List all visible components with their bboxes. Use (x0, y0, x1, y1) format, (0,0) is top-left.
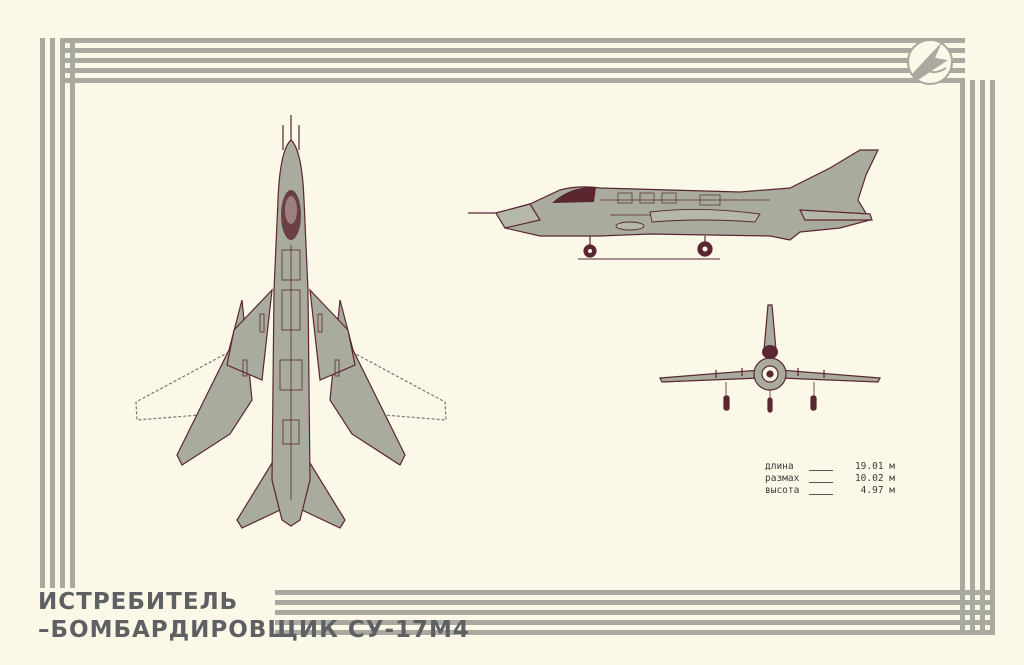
front-view-aircraft (659, 304, 881, 413)
spec-rule (809, 494, 833, 495)
spec-rule (809, 470, 833, 471)
title-line-1: ИСТРЕБИТЕЛЬ (38, 589, 239, 615)
title-line-2: –БОМБАРДИРОВЩИК СУ-17М4 (38, 617, 470, 643)
spec-row-length: длина 19.01 м (765, 461, 895, 473)
side-view-aircraft (468, 149, 879, 260)
spec-value: 19.01 м (854, 461, 895, 472)
spec-value: 10.02 м (854, 473, 895, 484)
spec-name: размах (765, 473, 800, 484)
top-view-aircraft (135, 115, 447, 529)
spec-row-height: высота 4.97 м (765, 485, 895, 497)
spec-value: 4.97 м (860, 485, 895, 496)
spec-name: высота (765, 485, 800, 496)
spec-rule (809, 482, 833, 483)
spec-row-span: размах 10.02 м (765, 473, 895, 485)
emblem-icon (907, 39, 953, 85)
specs-table: длина 19.01 м размах 10.02 м высота 4.97… (765, 461, 895, 497)
spec-name: длина (765, 461, 794, 472)
